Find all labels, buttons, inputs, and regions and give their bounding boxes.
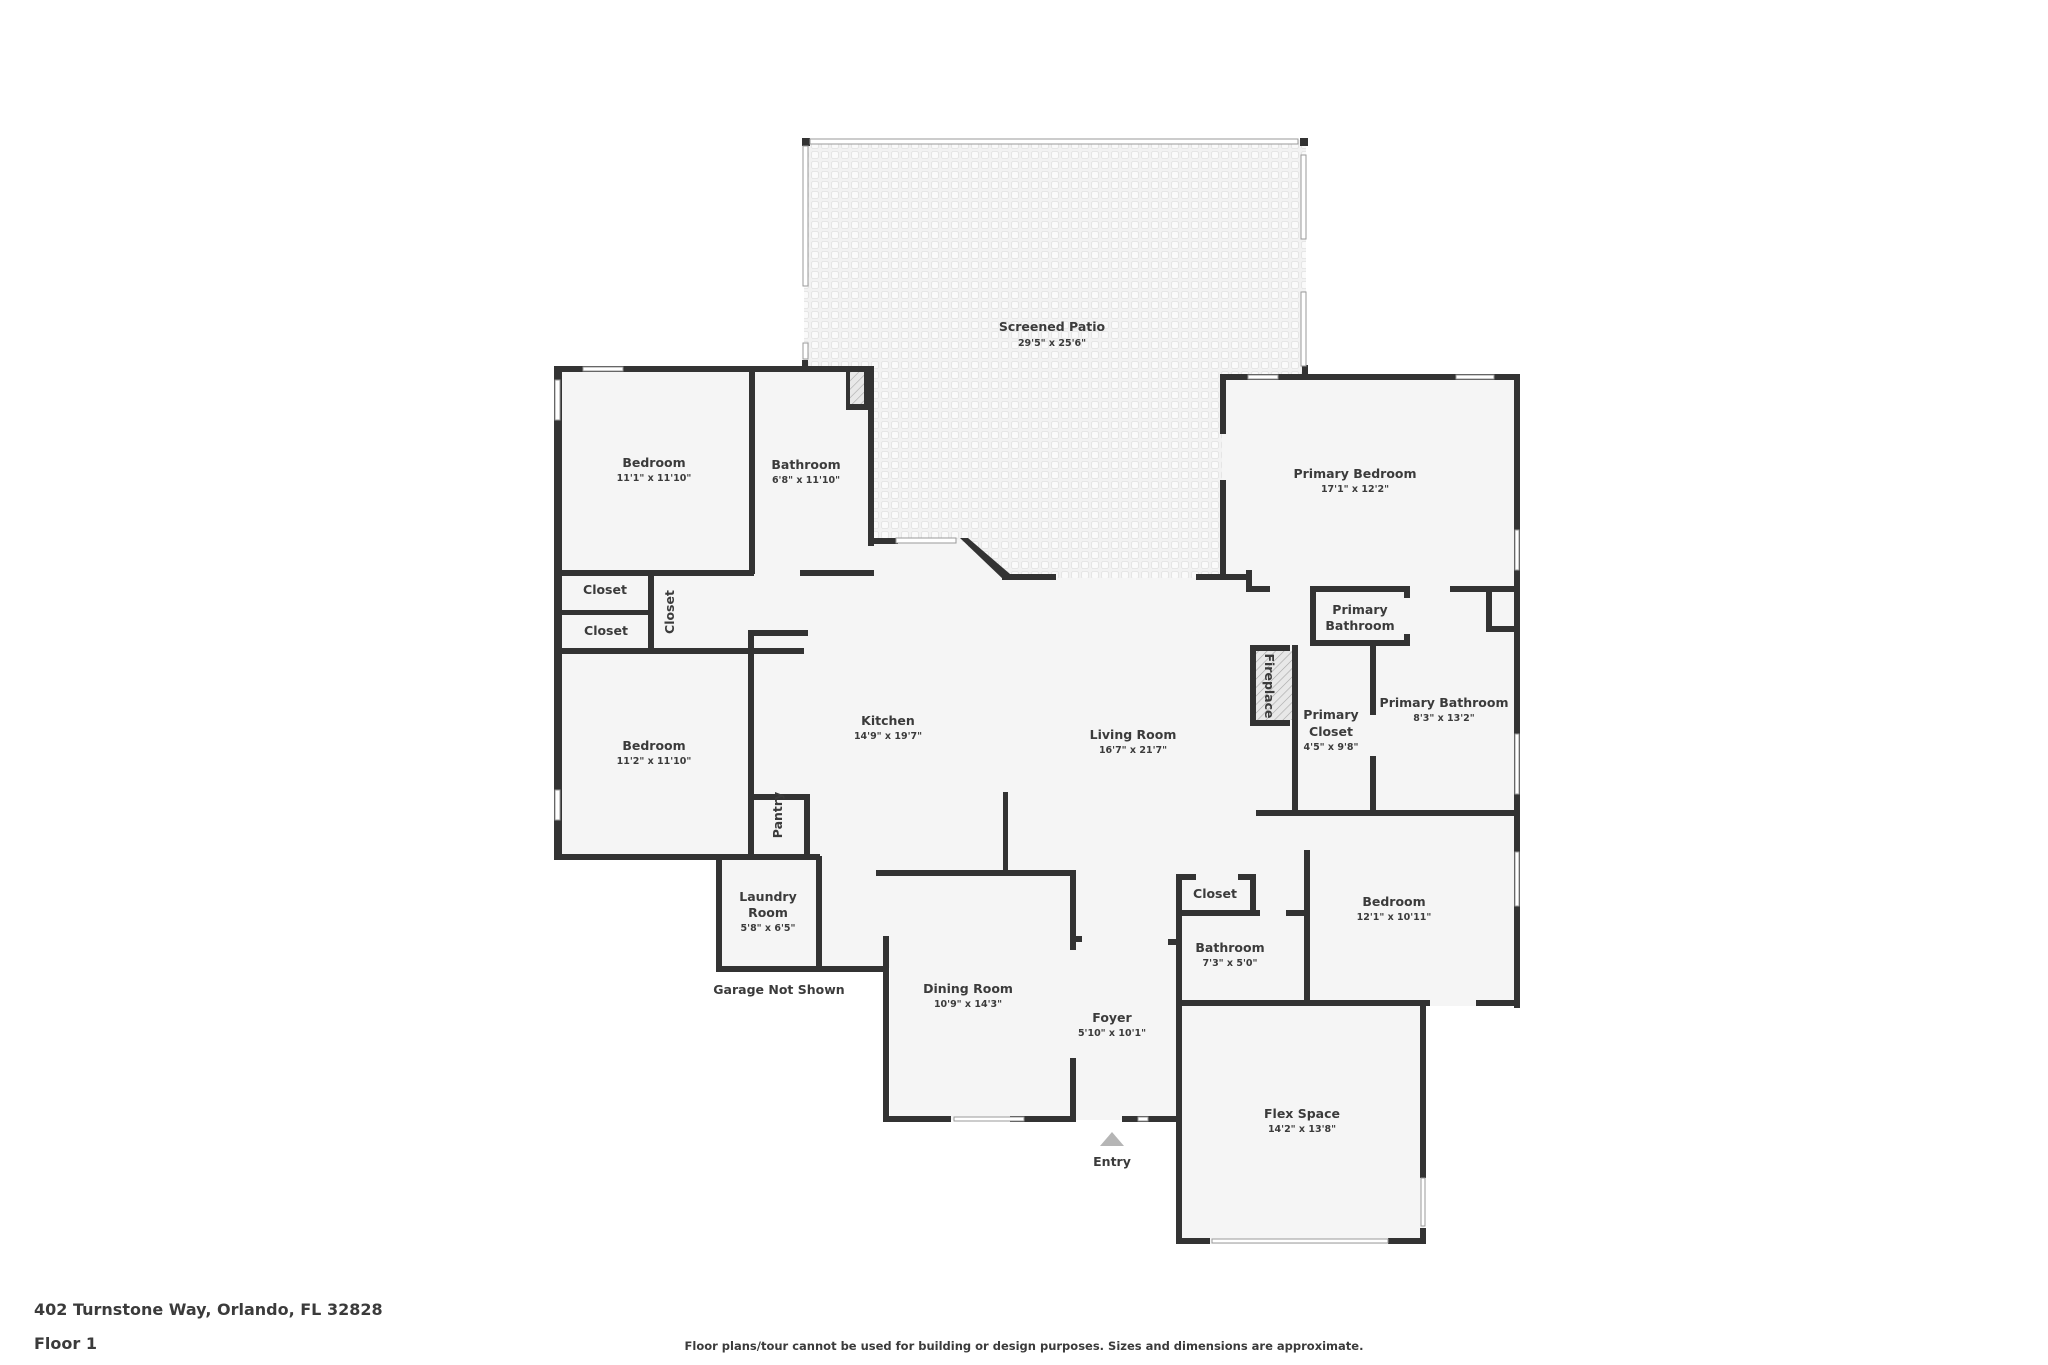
room-label-primary-bathroom-small: Primary <box>1332 602 1387 617</box>
room-dims-primary-bathroom: 8'3" x 13'2" <box>1413 713 1475 724</box>
room-dims-primary-closet: 4'5" x 9'8" <box>1304 742 1359 753</box>
property-address: 402 Turnstone Way, Orlando, FL 32828 <box>34 1300 383 1319</box>
room-label-primary-bathroom: Primary Bathroom <box>1380 695 1509 710</box>
fireplace-small <box>850 372 864 404</box>
room-dims-bedroom-nw: 11'1" x 11'10" <box>617 473 692 484</box>
patio-floor <box>804 140 1306 578</box>
room-label-flex-space: Flex Space <box>1264 1106 1340 1121</box>
floor-label: Floor 1 <box>34 1334 97 1353</box>
room-labels: Screened Patio 29'5" x 25'6" Bedroom 11'… <box>583 319 1508 1169</box>
room-label-kitchen: Kitchen <box>861 713 915 728</box>
room-dims-screened-patio: 29'5" x 25'6" <box>1018 338 1086 349</box>
room-label-dining-room: Dining Room <box>923 981 1013 996</box>
windows <box>554 138 1520 1244</box>
room-dims-bedroom-w: 11'2" x 11'10" <box>617 756 692 767</box>
room-dims-laundry: 5'8" x 6'5" <box>741 923 796 934</box>
room-label-screened-patio: Screened Patio <box>999 319 1106 334</box>
entry-arrow-icon <box>1100 1132 1124 1146</box>
room-label-closet-vertical: Closet <box>662 590 677 634</box>
walls <box>554 138 1520 1244</box>
floor-fills <box>556 140 1518 1244</box>
room-dims-flex-space: 14'2" x 13'8" <box>1268 1124 1336 1135</box>
room-dims-kitchen: 14'9" x 19'7" <box>854 731 922 742</box>
room-dims-living-room: 16'7" x 21'7" <box>1099 745 1167 756</box>
room-label-primary-closet-2: Closet <box>1309 724 1353 739</box>
room-dims-bathroom-e: 7'3" x 5'0" <box>1203 958 1258 969</box>
room-label-bedroom-nw: Bedroom <box>622 455 685 470</box>
disclaimer: Floor plans/tour cannot be used for buil… <box>684 1339 1364 1353</box>
room-label-fireplace: Fireplace <box>1262 653 1277 718</box>
room-dims-bathroom-n: 6'8" x 11'10" <box>772 475 840 486</box>
room-dims-dining-room: 10'9" x 14'3" <box>934 999 1002 1010</box>
room-label-bathroom-n: Bathroom <box>771 457 840 472</box>
room-label-closet-1: Closet <box>583 582 627 597</box>
room-label-primary-bathroom-small-2: Bathroom <box>1325 618 1394 633</box>
room-label-primary-bedroom: Primary Bedroom <box>1293 466 1416 481</box>
room-label-foyer: Foyer <box>1092 1010 1132 1025</box>
fireplace <box>1256 651 1292 720</box>
room-label-closet-2: Closet <box>584 623 628 638</box>
room-label-pantry: Pantry <box>770 792 785 838</box>
room-label-primary-closet: Primary <box>1303 707 1358 722</box>
entry-label: Entry <box>1093 1154 1131 1169</box>
room-label-living-room: Living Room <box>1090 727 1177 742</box>
room-label-bedroom-w: Bedroom <box>622 738 685 753</box>
room-dims-bedroom-e: 12'1" x 10'11" <box>1357 912 1432 923</box>
room-dims-primary-bedroom: 17'1" x 12'2" <box>1321 484 1389 495</box>
room-label-bathroom-e: Bathroom <box>1195 940 1264 955</box>
room-label-laundry: Laundry <box>739 889 796 904</box>
house-floor <box>556 368 1518 1244</box>
garage-note: Garage Not Shown <box>713 982 844 997</box>
room-label-laundry-2: Room <box>748 905 788 920</box>
room-dims-foyer: 5'10" x 10'1" <box>1078 1028 1146 1039</box>
room-label-bedroom-e: Bedroom <box>1362 894 1425 909</box>
room-label-closet-e: Closet <box>1193 886 1237 901</box>
